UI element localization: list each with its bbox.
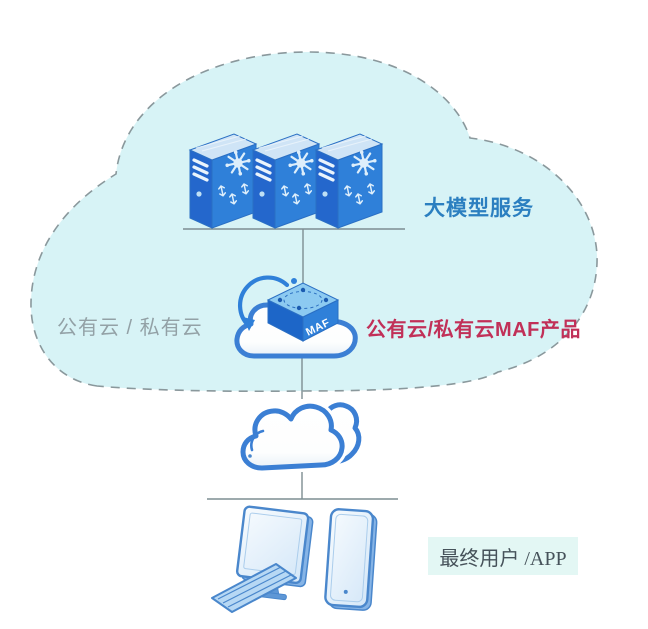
sync-arrow-icon (237, 275, 297, 331)
server-icon (314, 132, 384, 230)
maf-product-label: 公有云/私有云MAF产品 (366, 319, 581, 341)
end-user-devices-group (211, 505, 378, 613)
tablet-icon (324, 508, 378, 611)
server-icon (188, 132, 258, 230)
model-servers-group (188, 132, 384, 230)
maf-cube-icon: MAF (266, 282, 340, 342)
keyboard-icon (211, 563, 297, 613)
end-user-label: 最终用户 /APP (428, 537, 578, 575)
server-icon (251, 132, 321, 230)
maf-product-icon: MAF (234, 275, 358, 359)
cloud-region-outline (30, 51, 598, 393)
end-user-label-text: 最终用户 /APP (439, 547, 567, 570)
model-service-label: 大模型服务 (424, 197, 534, 220)
internet-cloud-icon (237, 400, 362, 474)
cloud-type-label: 公有云 / 私有云 (57, 317, 203, 339)
